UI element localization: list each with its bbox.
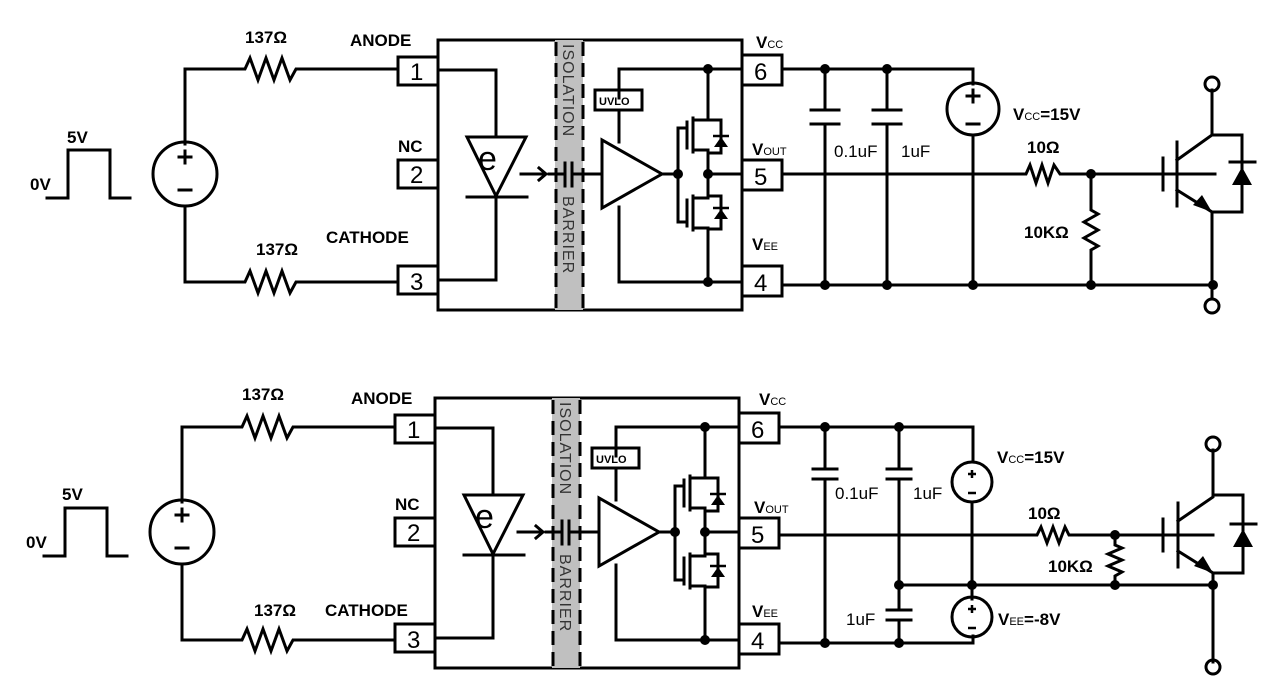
led-emitter-symbol: e [478, 140, 497, 178]
output-network [780, 64, 1218, 290]
cap-1uf-vee-label: 1uF [846, 610, 875, 629]
pulldown-resistor-label: 10KΩ [1048, 557, 1093, 576]
pulse-low-label: 0V [26, 533, 47, 552]
pin5-name: VOUT [754, 498, 789, 517]
pin6-number: 6 [751, 417, 764, 444]
isolation-label: ISOLATION [556, 402, 573, 495]
pin1-number: 1 [407, 417, 420, 444]
pin3-number: 3 [410, 269, 423, 296]
cap-1uf-label: 1uF [901, 142, 930, 161]
cathode-resistor-label: 137Ω [254, 601, 296, 620]
barrier-label: BARRIER [559, 196, 576, 274]
circuit-unipolar: 5V 0V 137Ω 137Ω ANODE NC CATHODE 1 2 3 6… [30, 28, 1257, 315]
igbt-icon [1161, 435, 1258, 676]
pulse-low-label: 0V [30, 175, 51, 194]
pin5-number: 5 [751, 522, 764, 549]
pin6-name: VCC [759, 390, 786, 409]
uvlo-label: UVLO [599, 96, 630, 108]
gate-resistor-label: 10Ω [1027, 138, 1060, 157]
pin4-number: 4 [751, 628, 764, 655]
pulse-high-label: 5V [62, 485, 83, 504]
led-emitter-symbol: e [475, 498, 494, 536]
pulldown-resistor-label: 10KΩ [1024, 223, 1069, 242]
pin5-name: VOUT [752, 140, 787, 159]
pin2-name: NC [398, 137, 423, 156]
anode-resistor-label: 137Ω [245, 28, 287, 47]
pin6-number: 6 [754, 59, 767, 86]
anode-resistor-label: 137Ω [242, 385, 284, 404]
pin1-number: 1 [410, 59, 423, 86]
cap-1uf-label: 1uF [913, 484, 942, 503]
pin1-name: ANODE [351, 389, 412, 408]
pin1-name: ANODE [350, 31, 411, 50]
pin3-name: CATHODE [326, 228, 409, 247]
cap-0.1uf-label: 0.1uF [835, 484, 878, 503]
circuit-bipolar: 5V 0V 137Ω 137Ω ANODE NC CATHODE 1 2 3 6… [26, 385, 1258, 676]
pin4-name: VEE [752, 602, 778, 621]
pulse-high-label: 5V [67, 128, 88, 147]
barrier-label: BARRIER [556, 554, 573, 632]
vee-supply-label: VEE=-8V [998, 610, 1061, 629]
cathode-resistor-label: 137Ω [256, 240, 298, 259]
pin2-number: 2 [407, 520, 420, 547]
pin3-name: CATHODE [325, 601, 408, 620]
output-network [777, 422, 1218, 648]
pin6-name: VCC [756, 33, 783, 52]
pin2-number: 2 [410, 162, 423, 189]
pin5-number: 5 [754, 164, 767, 191]
vcc-supply-label: VCC=15V [997, 448, 1065, 467]
pin4-name: VEE [752, 235, 778, 254]
vcc-supply-label: VCC=15V [1013, 105, 1081, 124]
cap-0.1uf-label: 0.1uF [834, 142, 877, 161]
igbt-icon [1161, 75, 1257, 315]
pin3-number: 3 [407, 627, 420, 654]
pin4-number: 4 [754, 270, 767, 297]
gate-resistor-label: 10Ω [1028, 504, 1061, 523]
pin2-name: NC [395, 495, 420, 514]
isolation-label: ISOLATION [559, 44, 576, 137]
uvlo-label: UVLO [596, 454, 627, 466]
